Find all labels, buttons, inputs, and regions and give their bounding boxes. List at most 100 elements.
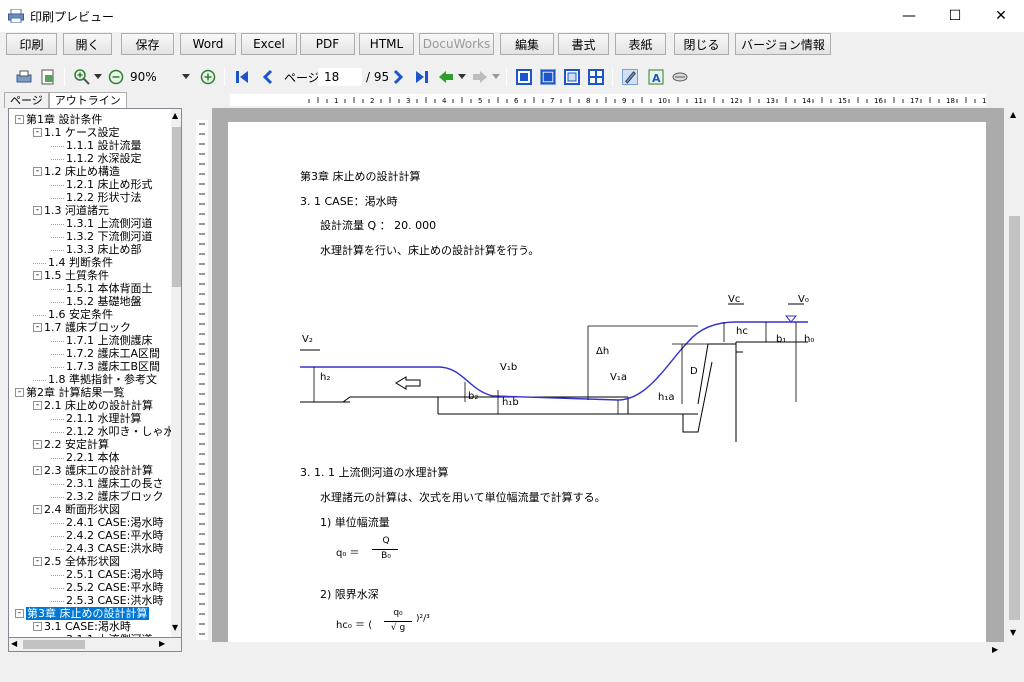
scroll-down-icon[interactable]: ▼ <box>172 623 179 632</box>
page-width-icon[interactable] <box>540 69 556 85</box>
outline-node[interactable]: 1.2.2 形状寸法 <box>51 191 142 204</box>
text-annotation-icon[interactable]: A <box>648 69 664 85</box>
collapse-toggle-icon[interactable]: - <box>33 465 42 475</box>
zoom-in-icon[interactable] <box>74 69 90 85</box>
page-number-input[interactable]: 18 <box>318 68 362 86</box>
multi-page-icon[interactable] <box>588 69 604 85</box>
outline-node[interactable]: 1.4 判断条件 <box>33 256 113 269</box>
collapse-toggle-icon[interactable]: - <box>33 205 42 215</box>
outline-node[interactable]: -第3章 床止めの設計計算 <box>15 607 149 620</box>
outline-node[interactable]: 1.8 準拠指針・参考文 <box>33 373 157 386</box>
outline-node[interactable]: 2.3.1 護床工の長さ <box>51 477 164 490</box>
outline-node[interactable]: 2.4.2 CASE:平水時 <box>51 529 163 542</box>
format-button[interactable]: 書式 <box>558 33 609 55</box>
outline-node[interactable]: 3.1.1 上流側河道 <box>51 633 153 637</box>
close-preview-button[interactable]: 閉じる <box>674 33 729 55</box>
close-button[interactable]: ✕ <box>995 8 1007 24</box>
next-page-icon[interactable] <box>390 69 406 85</box>
minimize-button[interactable]: — <box>902 8 916 24</box>
previous-page-icon[interactable] <box>260 69 276 85</box>
excel-button[interactable]: Excel <box>241 33 297 55</box>
outline-node[interactable]: -2.5 全体形状図 <box>33 555 120 568</box>
collapse-toggle-icon[interactable]: - <box>33 400 42 410</box>
scroll-up-icon[interactable]: ▲ <box>172 111 179 120</box>
collapse-toggle-icon[interactable]: - <box>33 504 42 514</box>
html-button[interactable]: HTML <box>359 33 414 55</box>
outline-node[interactable]: -第1章 設計条件 <box>15 113 103 126</box>
outline-node[interactable]: 1.1.2 水深設定 <box>51 152 142 165</box>
outline-node[interactable]: 2.4.1 CASE:渇水時 <box>51 516 163 529</box>
outline-node[interactable]: 2.4.3 CASE:洪水時 <box>51 542 163 555</box>
forward-dropdown-icon[interactable] <box>492 69 500 85</box>
outline-node[interactable]: -3.1 CASE:渇水時 <box>33 620 131 633</box>
outline-node[interactable]: -1.1 ケース設定 <box>33 126 119 139</box>
preview-scroll-right-icon[interactable]: ▶ <box>992 645 999 654</box>
outline-node[interactable]: -1.3 河道諸元 <box>33 204 109 217</box>
eraser-icon[interactable] <box>672 69 688 85</box>
save-button[interactable]: 保存 <box>121 33 174 55</box>
preview-scroll-thumb[interactable] <box>1009 216 1020 620</box>
edit-button[interactable]: 編集 <box>500 33 554 55</box>
two-page-icon[interactable] <box>564 69 580 85</box>
outline-node[interactable]: 1.7.2 護床工A区間 <box>51 347 160 360</box>
print-button[interactable]: 印刷 <box>6 33 57 55</box>
collapse-toggle-icon[interactable]: - <box>33 621 42 631</box>
forward-arrow-icon[interactable] <box>472 69 488 85</box>
outline-node[interactable]: -2.2 安定計算 <box>33 438 109 451</box>
tab-outline[interactable]: アウトライン <box>48 92 127 108</box>
outline-node[interactable]: 1.3.3 床止め部 <box>51 243 142 256</box>
collapse-toggle-icon[interactable]: - <box>33 556 42 566</box>
outline-node[interactable]: 2.2.1 本体 <box>51 451 120 464</box>
zoom-select-arrow-icon[interactable] <box>182 69 190 85</box>
print-setup-icon[interactable] <box>16 69 32 85</box>
zoom-plus-icon[interactable] <box>200 69 216 85</box>
outline-hscroll-thumb[interactable] <box>23 640 85 649</box>
collapse-toggle-icon[interactable]: - <box>33 127 42 137</box>
preview-horizontal-scrollbar[interactable]: ▶ <box>212 644 1004 658</box>
outline-node[interactable]: 1.5.2 基礎地盤 <box>51 295 142 308</box>
outline-node[interactable]: 1.3.1 上流側河道 <box>51 217 153 230</box>
cover-button[interactable]: 表紙 <box>615 33 666 55</box>
pen-icon[interactable] <box>622 69 638 85</box>
first-page-icon[interactable] <box>234 69 250 85</box>
collapse-toggle-icon[interactable]: - <box>15 114 24 124</box>
collapse-toggle-icon[interactable]: - <box>15 387 24 397</box>
scroll-right-icon[interactable]: ▶ <box>159 639 166 648</box>
outline-node[interactable]: 2.5.1 CASE:渇水時 <box>51 568 163 581</box>
outline-node[interactable]: 2.5.2 CASE:平水時 <box>51 581 163 594</box>
outline-node[interactable]: 2.3.2 護床ブロック <box>51 490 164 503</box>
collapse-toggle-icon[interactable]: - <box>33 322 42 332</box>
maximize-button[interactable]: ☐ <box>948 8 962 24</box>
outline-vertical-scrollbar[interactable]: ▲ ▼ <box>171 109 181 637</box>
single-page-icon[interactable] <box>516 69 532 85</box>
preview-scroll-down-icon[interactable]: ▼ <box>1010 628 1017 637</box>
outline-node[interactable]: 1.2.1 床止め形式 <box>51 178 153 191</box>
zoom-out-icon[interactable] <box>108 69 124 85</box>
outline-node[interactable]: -1.7 護床ブロック <box>33 321 131 334</box>
outline-node[interactable]: -2.1 床止めの設計計算 <box>33 399 153 412</box>
outline-node[interactable]: 2.1.2 水叩き・しゃ水 <box>51 425 175 438</box>
back-dropdown-icon[interactable] <box>458 69 466 85</box>
pdf-button[interactable]: PDF <box>300 33 355 55</box>
last-page-icon[interactable] <box>414 69 430 85</box>
outline-node[interactable]: 2.5.3 CASE:洪水時 <box>51 594 163 607</box>
outline-node[interactable]: -2.3 護床工の設計計算 <box>33 464 153 477</box>
preview-scroll-up-icon[interactable]: ▲ <box>1010 110 1017 119</box>
outline-scroll-thumb[interactable] <box>172 127 181 287</box>
collapse-toggle-icon[interactable]: - <box>33 439 42 449</box>
collapse-toggle-icon[interactable]: - <box>33 166 42 176</box>
outline-node[interactable]: 2.1.1 水理計算 <box>51 412 142 425</box>
back-arrow-icon[interactable] <box>438 69 454 85</box>
tab-pages[interactable]: ページ <box>4 92 49 108</box>
page-setup-icon[interactable] <box>40 69 56 85</box>
outline-node[interactable]: 1.7.1 上流側護床 <box>51 334 153 347</box>
docuworks-button[interactable]: DocuWorks <box>419 33 494 55</box>
preview-vertical-scrollbar[interactable]: ▲ ▼ <box>1006 108 1023 642</box>
collapse-toggle-icon[interactable]: - <box>33 270 42 280</box>
outline-node[interactable]: -1.2 床止め構造 <box>33 165 120 178</box>
outline-node[interactable]: -1.5 土質条件 <box>33 269 109 282</box>
outline-horizontal-scrollbar[interactable]: ◀ ▶ <box>8 638 182 652</box>
outline-node[interactable]: 1.3.2 下流側河道 <box>51 230 153 243</box>
outline-node[interactable]: -2.4 断面形状図 <box>33 503 120 516</box>
version-info-button[interactable]: バージョン情報 <box>735 33 831 55</box>
